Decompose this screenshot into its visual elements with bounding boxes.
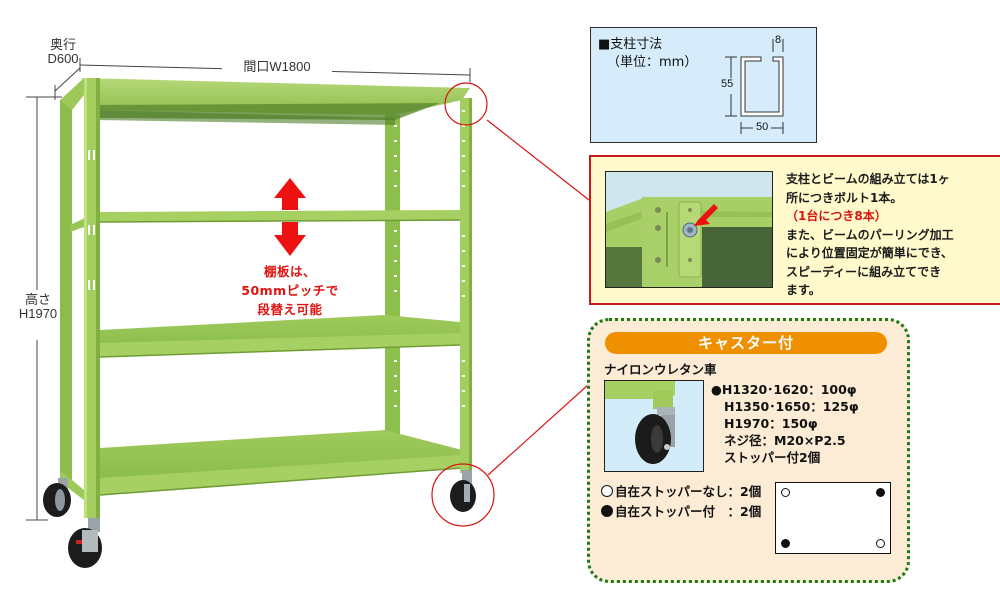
post-dim-height: 55 [721, 78, 734, 90]
caster-legend: 自在ストッパーなし：2個 自在ストッパー付 ：2個 [601, 482, 761, 522]
caster-spec-line: ネジ径：M20×P2.5 [724, 433, 846, 448]
depth-label: 奥行 [49, 37, 76, 52]
callout-top-corner [444, 82, 590, 201]
caster-layout-diagram [775, 482, 891, 554]
height-value: H1970 [18, 306, 58, 321]
legend-swivel-no-stopper: 自在ストッパーなし：2個 [601, 482, 761, 502]
caster-photo [604, 380, 704, 472]
caster-front-right [450, 470, 476, 512]
open-circle-icon [601, 485, 613, 497]
caster-position-bottom-right [876, 539, 885, 548]
caster-back-left [43, 478, 71, 517]
bolt-description: 支柱とビームの組み立ては1ヶ 所につきボルト1本。 （1台につき8本） また、ビ… [786, 170, 986, 300]
caster-position-top-left [781, 488, 790, 497]
caster-spec-line: ストッパー付2個 [724, 450, 821, 465]
bolt-joint-image [606, 172, 772, 287]
post-dimension-panel: ■支柱寸法 （単位：mm） 8 55 50 [590, 27, 817, 143]
legend-label: 自在ストッパーなし：2個 [615, 484, 762, 499]
caster-specs: ●H1320･1620：100φ H1350･1650：125φ H1970：1… [711, 381, 859, 466]
shelf-pitch-note: 棚板は、 50mmピッチで 段替え可能 [230, 262, 350, 319]
double-arrow-vertical-icon [274, 178, 306, 256]
caster-spec-line: H1350･1650：125φ [724, 399, 859, 414]
legend-swivel-stopper: 自在ストッパー付 ：2個 [601, 502, 761, 522]
bolt-text-line: により位置固定が簡単にでき、 [786, 246, 953, 260]
width-dimension: 間口W1800 [222, 60, 332, 74]
bolt-text-line: 所につきボルト1本。 [786, 190, 903, 205]
caster-spec-line: H1970：150φ [724, 416, 818, 431]
post-dimension-title: ■支柱寸法 [598, 37, 663, 52]
height-dimension: 高さ H1970 [16, 293, 60, 321]
depth-value: D600 [47, 51, 79, 66]
caster-spec-line: ●H1320･1620：100φ [711, 382, 857, 397]
back-right-post [385, 115, 400, 470]
shelf-2 [98, 210, 462, 222]
bolt-text-line: 支柱とビームの組み立ては1ヶ [786, 172, 950, 186]
bolt-photo [605, 171, 773, 288]
caster-position-top-right [876, 488, 885, 497]
filled-circle-icon [601, 505, 613, 517]
caster-front-left [68, 518, 102, 568]
post-dim-flange: 8 [775, 34, 782, 46]
shelf-note-line: 段替え可能 [257, 302, 323, 317]
bolt-count-note: （1台につき8本） [786, 209, 887, 223]
depth-dimension: 奥行 D600 [38, 38, 88, 66]
post-dim-width: 50 [756, 121, 769, 133]
caster-banner: キャスター付 [605, 332, 887, 354]
legend-label: 自在ストッパー付 ：2個 [615, 504, 762, 519]
callout-caster [431, 384, 589, 527]
caster-wheel-image [605, 381, 703, 471]
caster-position-bottom-left [781, 539, 790, 548]
shelf-note-line: 50mmピッチで [241, 283, 339, 298]
post-profile-diagram [725, 39, 784, 134]
bolt-text-line: ます。 [786, 283, 821, 297]
post-dimension-unit: （単位：mm） [607, 55, 698, 70]
caster-wheel-type: ナイロンウレタン車 [604, 362, 717, 377]
height-label: 高さ [24, 292, 51, 307]
back-left-post [60, 100, 72, 480]
bolt-text-line: スピーディーに組み立てでき [786, 264, 942, 279]
bolt-text-line: また、ビームのパーリング加工 [786, 227, 954, 242]
shelf-note-line: 棚板は、 [263, 264, 316, 279]
